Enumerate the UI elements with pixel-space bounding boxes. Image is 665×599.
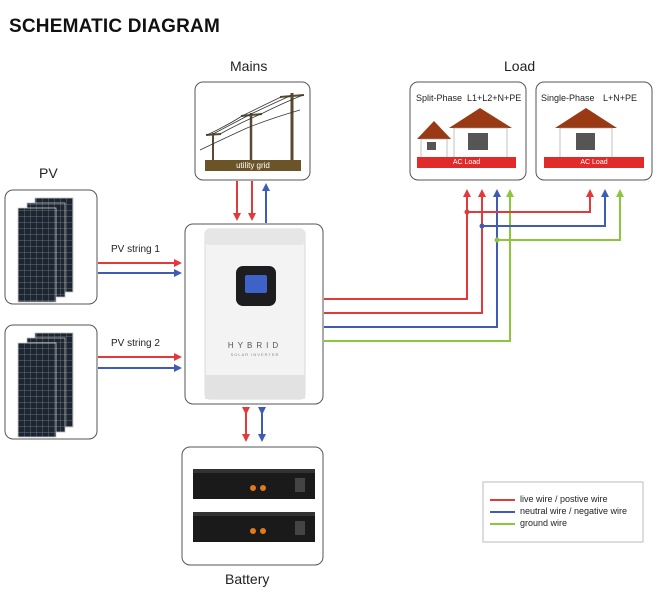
utility-grid-label: utility grid xyxy=(236,161,270,170)
mains-label: Mains xyxy=(230,58,268,74)
battery-icon xyxy=(193,469,315,542)
load-label: Load xyxy=(504,58,536,74)
ac-load-label: AC Load xyxy=(452,159,481,166)
split-phase-load-panel xyxy=(409,81,527,181)
pv-label: PV xyxy=(39,165,58,181)
ac-load-bar xyxy=(417,157,516,168)
solar-panel-icon xyxy=(17,332,74,438)
utility-grid-base xyxy=(205,160,301,171)
inverter-sub-label: SOLAR INVERTER xyxy=(230,352,280,357)
split-phase-label: Split-Phase xyxy=(416,93,463,103)
pv-string-1-wires xyxy=(98,259,182,277)
page-title: SCHEMATIC DIAGRAM xyxy=(9,16,220,37)
split-phase-wiring-label: L1+L2+N+PE xyxy=(467,93,522,103)
battery-wires xyxy=(242,407,266,442)
legend-label-ground: ground wire xyxy=(520,518,568,528)
inverter-icon xyxy=(204,228,306,400)
battery-label: Battery xyxy=(225,571,270,587)
single-phase-wiring-label: L+N+PE xyxy=(603,93,638,103)
pv-string-2-wires xyxy=(98,353,182,372)
mains-wires xyxy=(233,181,270,223)
pv-string-2-label: PV string 2 xyxy=(111,338,160,349)
pv-string-1-label: PV string 1 xyxy=(111,244,160,255)
legend-label-live: live wire / postive wire xyxy=(520,494,608,504)
pv-panel-2 xyxy=(4,324,98,440)
battery-panel xyxy=(181,446,324,566)
ac-load-label: AC Load xyxy=(580,159,608,166)
single-phase-load-panel xyxy=(535,81,653,181)
utility-pole-icon xyxy=(199,93,305,160)
legend-label-neutral: neutral wire / negative wire xyxy=(520,506,628,516)
load-wires xyxy=(324,189,624,342)
inverter-brand-label: HYBRID xyxy=(227,341,283,350)
pv-panel-1 xyxy=(4,189,98,305)
mains-panel xyxy=(194,81,311,181)
single-phase-label: Single-Phase xyxy=(541,93,595,103)
ac-load-bar xyxy=(544,157,644,168)
legend xyxy=(482,481,644,543)
solar-panel-icon xyxy=(17,197,74,303)
inverter-panel xyxy=(184,223,324,405)
house-icon xyxy=(417,108,512,160)
